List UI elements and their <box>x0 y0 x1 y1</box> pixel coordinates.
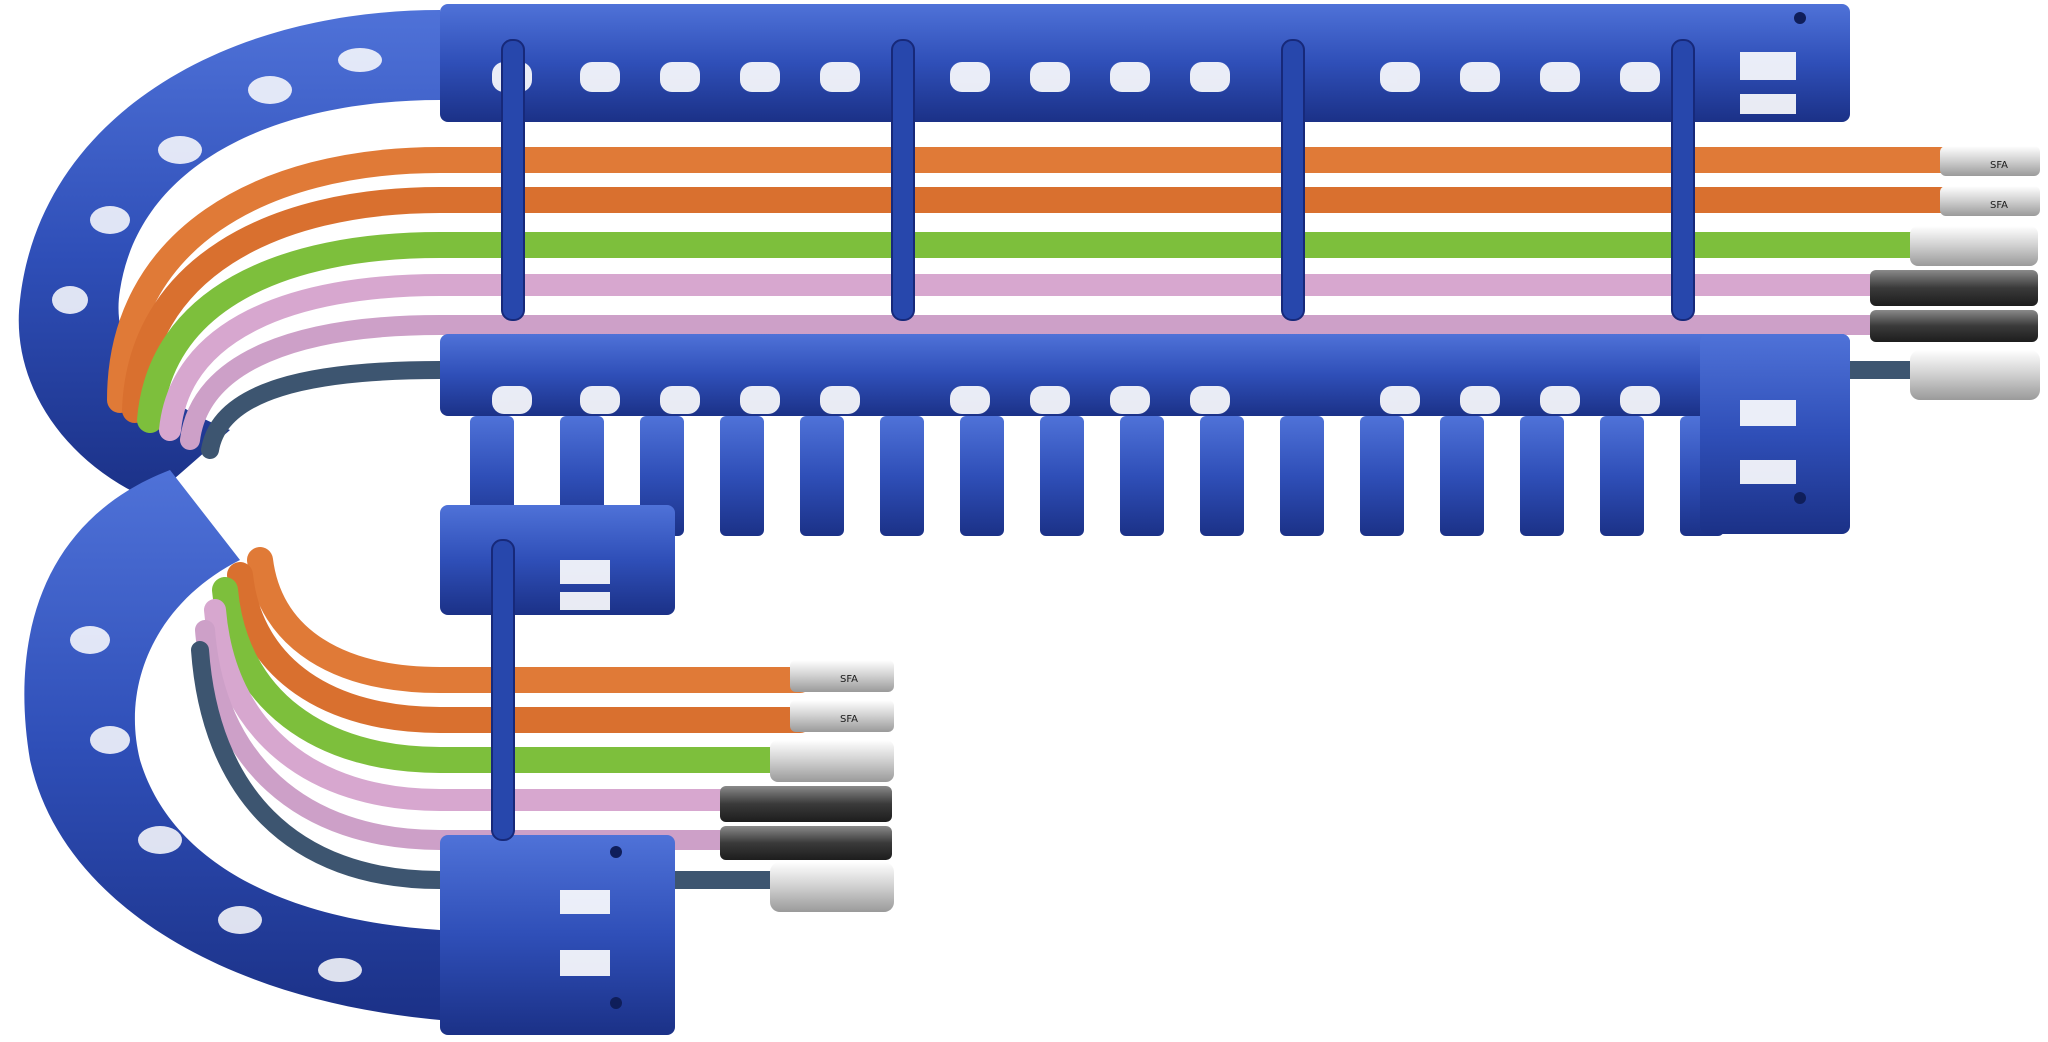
green-cable-lower <box>212 577 793 773</box>
orange-cable-1-lower <box>247 547 813 693</box>
pink-cable <box>159 274 1891 441</box>
orange-cable-2-lower <box>227 562 813 733</box>
lower-connector-mark-2: SFA <box>840 714 858 725</box>
orange-cable-2 <box>122 187 1963 423</box>
lower-connector-1 <box>790 660 894 692</box>
connector-4 <box>1870 270 2038 306</box>
green-cable <box>137 232 1933 433</box>
connector-3 <box>1910 226 2038 266</box>
lower-connector-6 <box>770 862 894 912</box>
lower-connector-5 <box>720 826 892 860</box>
lower-chain-front <box>440 539 675 1035</box>
pink-cable-lower <box>204 599 751 811</box>
lower-connector-4 <box>720 786 892 822</box>
pink-cable-2 <box>180 315 1890 450</box>
upper-chain-back-rail <box>440 4 1850 122</box>
upper-cables <box>107 147 1963 459</box>
slate-cable <box>201 361 1929 459</box>
orange-cable-1 <box>107 147 1963 413</box>
upper-connectors: SFA SFA <box>1870 146 2040 400</box>
lower-chain-back <box>440 505 675 615</box>
connector-mark-1: SFA <box>1990 160 2008 171</box>
connector-5 <box>1870 310 2038 342</box>
lower-connectors: SFA SFA <box>720 660 894 912</box>
lower-chain-bend <box>24 470 440 1020</box>
lower-connector-mark-1: SFA <box>840 674 858 685</box>
upper-separators <box>501 39 1695 321</box>
connector-1 <box>1940 146 2040 176</box>
connector-2 <box>1940 186 2040 216</box>
connector-6 <box>1910 350 2040 400</box>
slate-cable-lower <box>191 641 789 889</box>
lower-connector-3 <box>770 740 894 782</box>
connector-mark-2: SFA <box>1990 200 2008 211</box>
pink-cable-2-lower <box>195 620 750 850</box>
lower-connector-2 <box>790 700 894 732</box>
lower-cables <box>191 547 813 889</box>
